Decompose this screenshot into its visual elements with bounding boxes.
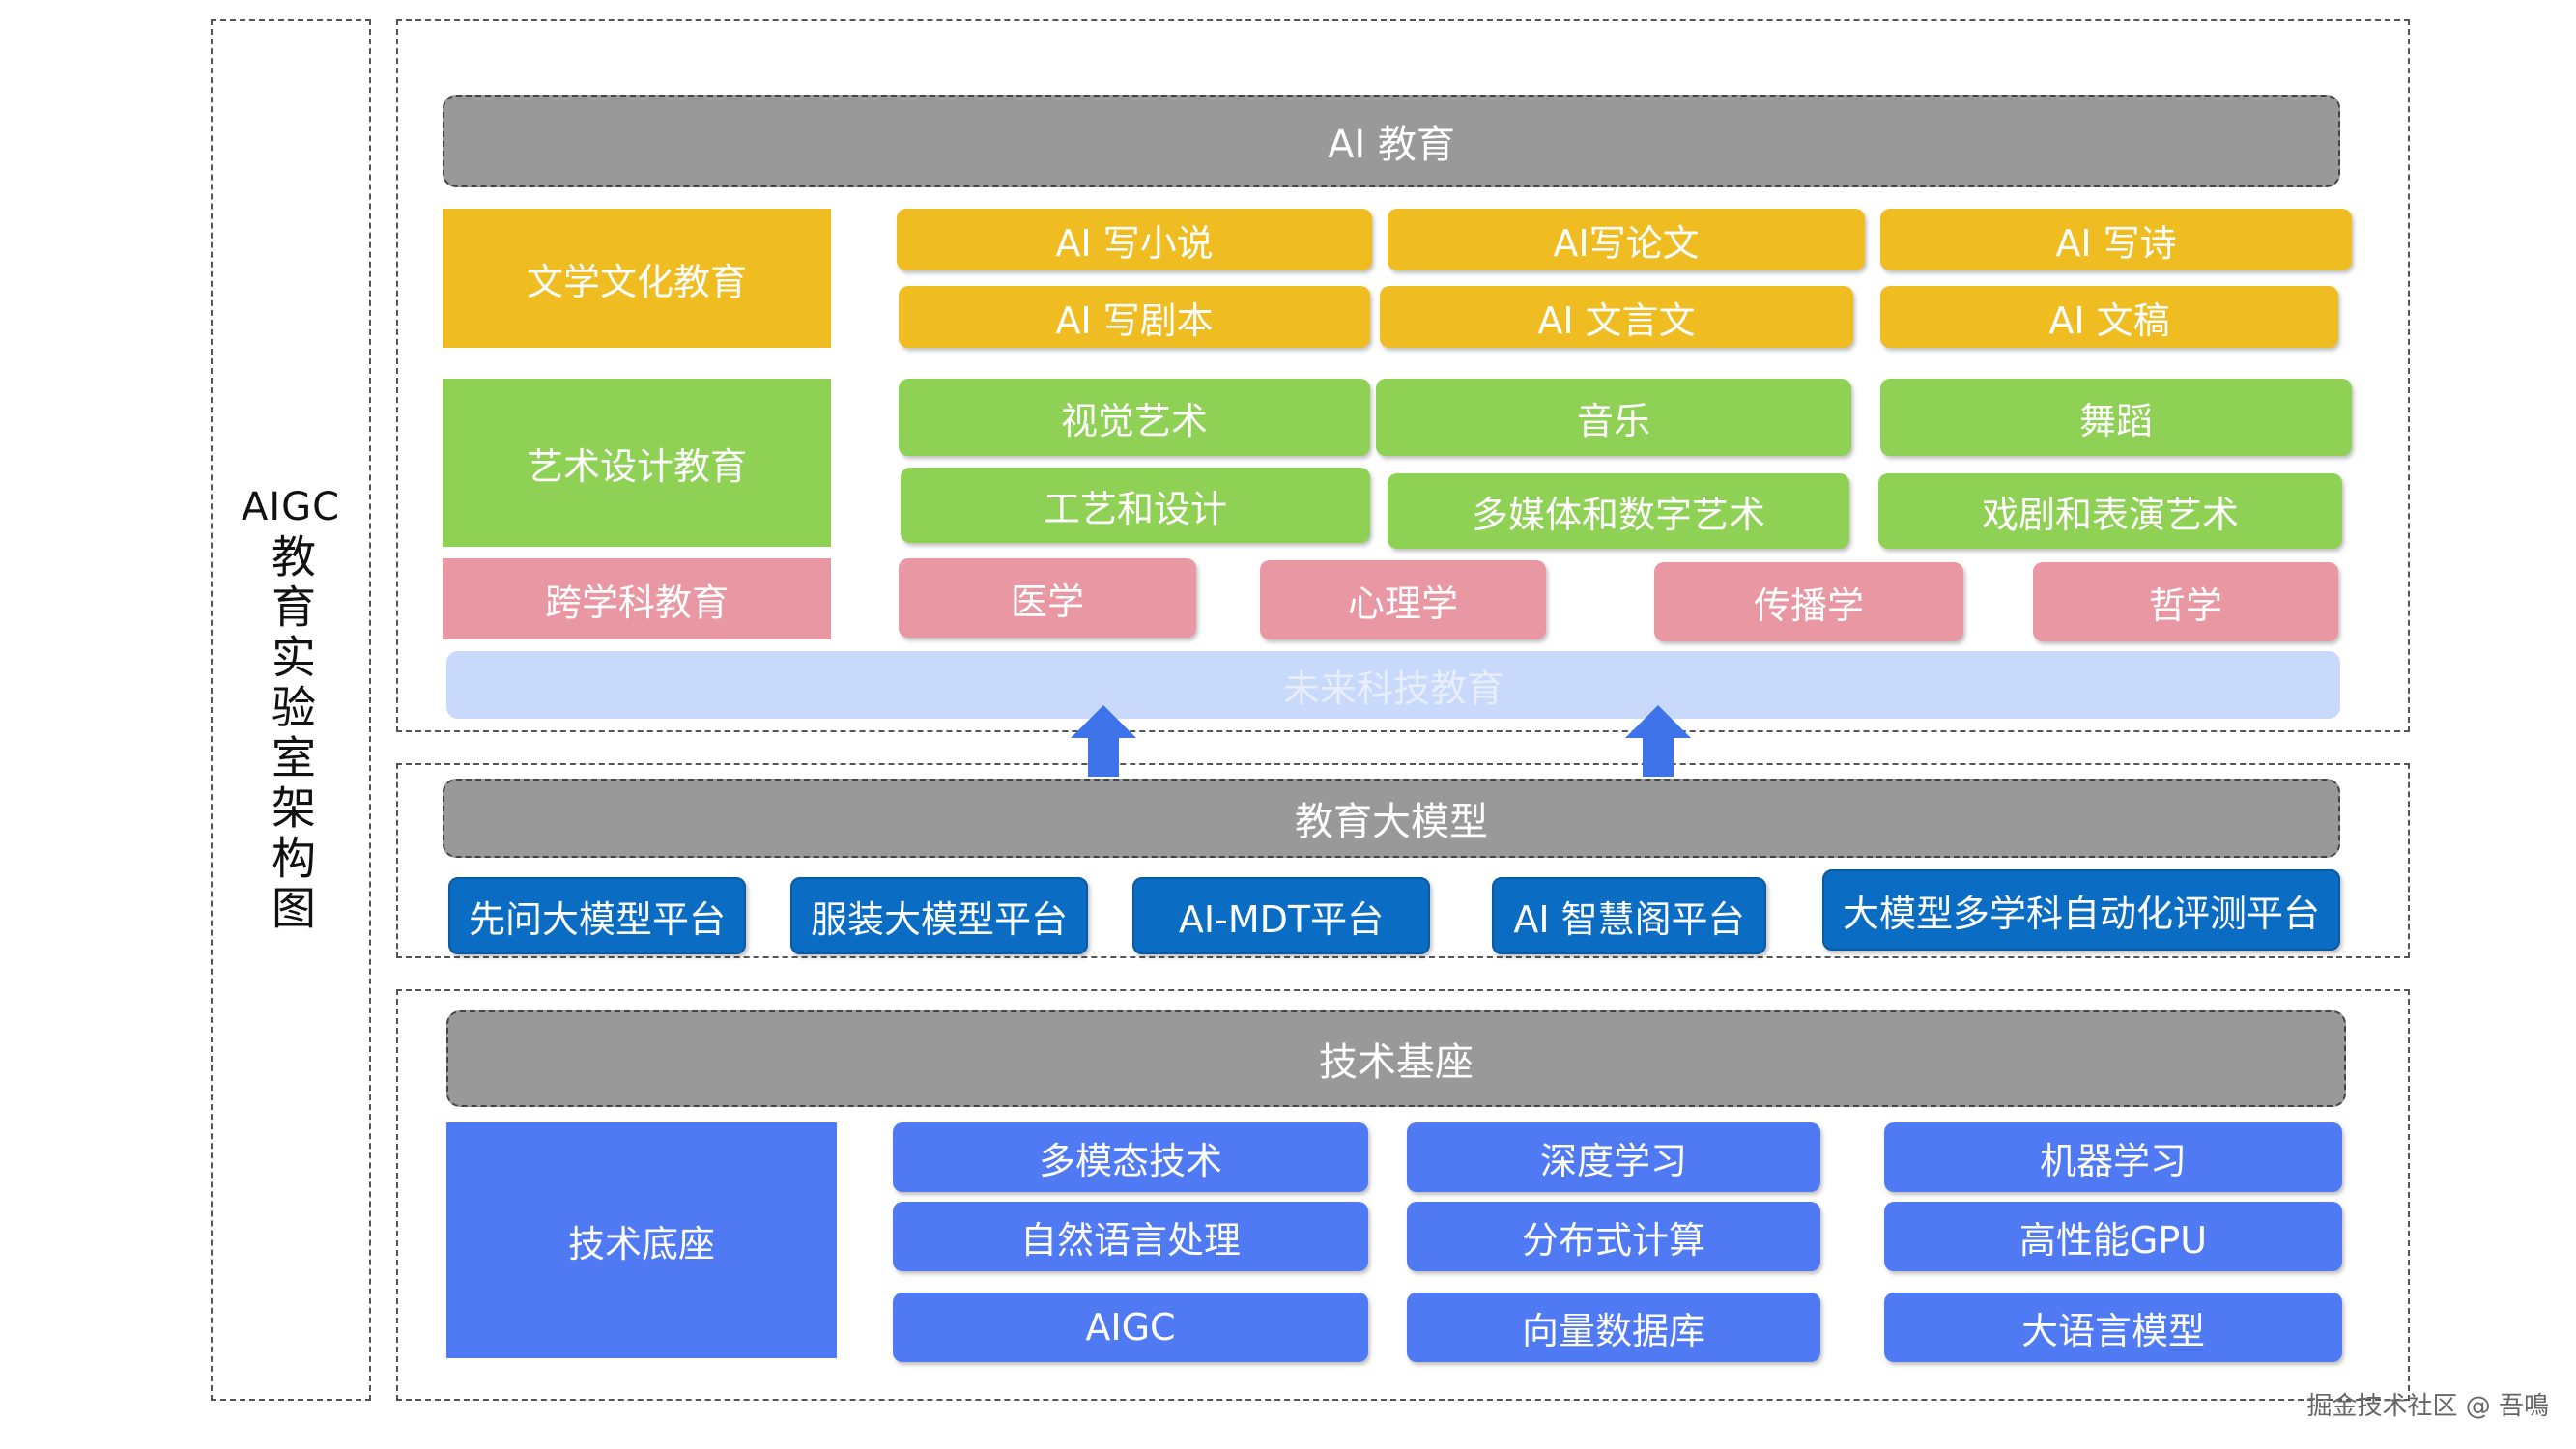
education-model-header: 教育大模型 <box>443 779 2340 858</box>
art-item-drama: 戏剧和表演艺术 <box>1878 473 2342 549</box>
literature-education-label: 文学文化教育 <box>443 209 831 348</box>
tech-item-llm: 大语言模型 <box>1884 1293 2342 1362</box>
tech-item-multimodal: 多模态技术 <box>893 1122 1368 1192</box>
side-title-latin: AIGC <box>241 485 341 529</box>
up-arrow-left-shape <box>1071 705 1136 777</box>
literature-item-paper: AI写论文 <box>1388 209 1865 270</box>
interdisciplinary-education-label: 跨学科教育 <box>443 558 831 639</box>
platform-ai-mdt: AI-MDT平台 <box>1132 877 1430 954</box>
up-arrow-icon-right <box>1625 705 1691 777</box>
future-tech-education-bar: 未来科技教育 <box>446 651 2340 719</box>
tech-section-frame <box>396 989 2410 1401</box>
interdisciplinary-item-philosophy: 哲学 <box>2033 562 2338 641</box>
side-title: AIGC 教育实验室架构图 <box>211 19 371 1401</box>
watermark: 掘金技术社区 @ 吾鳴 <box>2306 1392 2549 1421</box>
tech-item-distributed: 分布式计算 <box>1407 1202 1820 1271</box>
tech-item-aigc: AIGC <box>893 1293 1368 1362</box>
side-title-cjk: 教育实验室架构图 <box>265 533 317 935</box>
art-design-education-label: 艺术设计教育 <box>443 379 831 547</box>
literature-item-classical: AI 文言文 <box>1380 286 1853 348</box>
literature-item-poem: AI 写诗 <box>1880 209 2352 270</box>
tech-foundation-label: 技术底座 <box>446 1122 837 1358</box>
art-item-dance: 舞蹈 <box>1880 379 2352 456</box>
literature-item-novel: AI 写小说 <box>897 209 1372 270</box>
literature-item-manuscript: AI 文稿 <box>1880 286 2338 348</box>
platform-xianwen: 先问大模型平台 <box>448 877 746 954</box>
model-section-frame <box>396 763 2410 958</box>
art-item-craft-design: 工艺和设计 <box>901 468 1370 543</box>
interdisciplinary-item-communication: 传播学 <box>1654 562 1963 641</box>
platform-apparel: 服装大模型平台 <box>790 877 1088 954</box>
art-item-multimedia: 多媒体和数字艺术 <box>1388 473 1849 549</box>
up-arrow-icon-left <box>1071 705 1136 777</box>
tech-item-nlp: 自然语言处理 <box>893 1202 1368 1271</box>
tech-item-vector-db: 向量数据库 <box>1407 1293 1820 1362</box>
ai-education-header: AI 教育 <box>443 95 2340 187</box>
platform-ai-zhihuige: AI 智慧阁平台 <box>1492 877 1766 954</box>
tech-item-deep-learning: 深度学习 <box>1407 1122 1820 1192</box>
art-item-music: 音乐 <box>1376 379 1851 456</box>
tech-item-machine-learning: 机器学习 <box>1884 1122 2342 1192</box>
side-title-frame <box>211 19 371 1401</box>
tech-base-header: 技术基座 <box>446 1010 2346 1107</box>
literature-item-script: AI 写剧本 <box>899 286 1370 348</box>
education-section-frame <box>396 19 2410 732</box>
up-arrow-right-shape <box>1625 705 1691 777</box>
art-item-visual: 视觉艺术 <box>899 379 1370 456</box>
tech-item-gpu: 高性能GPU <box>1884 1202 2342 1271</box>
platform-multidiscipline-eval: 大模型多学科自动化评测平台 <box>1822 869 2340 951</box>
interdisciplinary-item-medicine: 医学 <box>899 558 1196 638</box>
interdisciplinary-item-psychology: 心理学 <box>1260 560 1546 639</box>
